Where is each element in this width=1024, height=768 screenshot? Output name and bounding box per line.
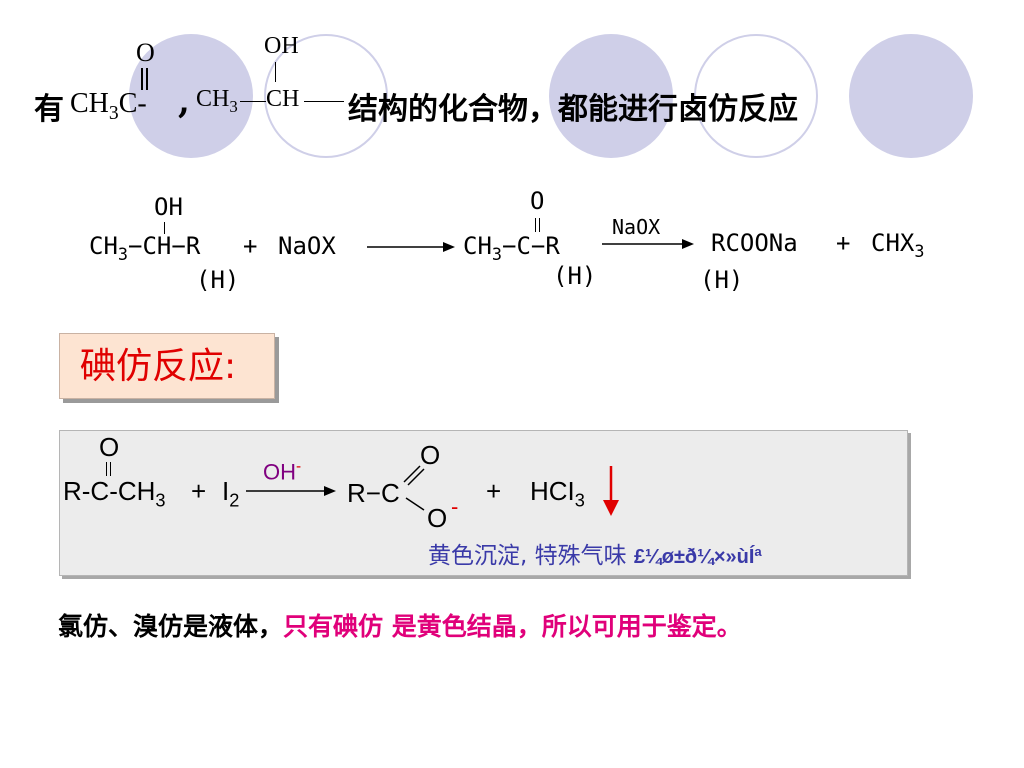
iodo-hci3: HCI3 — [530, 476, 585, 511]
halo-mid-double-bond — [535, 218, 540, 232]
iodoform-panel — [59, 430, 908, 576]
halo-reactant-oh: OH — [154, 193, 183, 221]
title-alcohol-bond-2 — [304, 101, 344, 102]
iodo-reactant-double-bond — [106, 462, 111, 476]
halo-reagent: NaOX — [278, 232, 336, 260]
precipitate-down-arrow-icon — [603, 466, 619, 516]
iodo-product-r: R−C — [347, 478, 400, 508]
halo-plus-2: + — [836, 229, 851, 257]
decor-circle-3 — [549, 34, 673, 158]
title-alcohol-formula: CH3 — [196, 86, 238, 116]
iodo-note: 黄色沉淀, 特殊气味 £¼ø±ð¼×»ùÍª — [428, 543, 762, 569]
iodo-product-bonds — [403, 465, 425, 511]
iodo-product-charge: - — [451, 494, 459, 519]
iodoform-label: 碘仿反应: — [59, 333, 275, 399]
halo-plus-1: + — [243, 232, 258, 260]
iodo-plus-2: + — [486, 476, 502, 506]
bottom-sentence: 氯仿、溴仿是液体，只有碘仿 是黄色结晶，所以可用于鉴定。 — [58, 612, 742, 641]
iodo-catalyst: OH- — [263, 458, 302, 485]
decor-circle-5 — [849, 34, 973, 158]
halo-arrow-2 — [602, 239, 694, 249]
title-prefix: 有 — [34, 92, 64, 127]
halo-arrow-1 — [367, 242, 455, 252]
halo-mid-h: (H) — [553, 262, 597, 290]
iodo-product-o-top: O — [420, 440, 441, 470]
halo-arrow-reagent: NaOX — [612, 215, 661, 239]
title-alcohol-ch: CH — [266, 86, 300, 112]
iodo-product-o-bottom: O — [427, 503, 448, 533]
title-ketone-double-bond — [141, 68, 148, 90]
halo-mid: CH3−C−R — [463, 232, 560, 264]
title-alcohol-bond-1 — [240, 101, 266, 102]
decor-circle-1 — [129, 34, 253, 158]
title-ketone-formula: CH3C- — [70, 88, 147, 124]
title-alcohol-oh: OH — [264, 33, 299, 59]
halo-product-1-h: (H) — [700, 266, 744, 294]
title-comma: , — [178, 82, 190, 122]
iodo-plus-1: + — [191, 476, 207, 506]
iodo-arrow — [246, 486, 336, 496]
iodo-reactant: R-C-CH3 — [63, 476, 166, 511]
halo-reactant-h: (H) — [196, 266, 240, 294]
halo-mid-o: O — [530, 187, 545, 215]
title-alcohol-bond-vertical — [275, 62, 276, 82]
decor-circle-4 — [694, 34, 818, 158]
decor-circle-2 — [264, 34, 388, 158]
halo-reactant: CH3−CH−R — [89, 232, 201, 264]
halo-product-2: CHX3 — [871, 229, 925, 261]
iodo-i2: I2 — [222, 476, 240, 511]
halo-reactant-bond — [164, 222, 165, 234]
iodo-reactant-o: O — [99, 432, 120, 462]
title-ketone-o: O — [136, 38, 155, 67]
halo-product-1: RCOONa — [711, 229, 798, 257]
title-suffix: 结构的化合物，都能进行卤仿反应 — [348, 92, 798, 127]
